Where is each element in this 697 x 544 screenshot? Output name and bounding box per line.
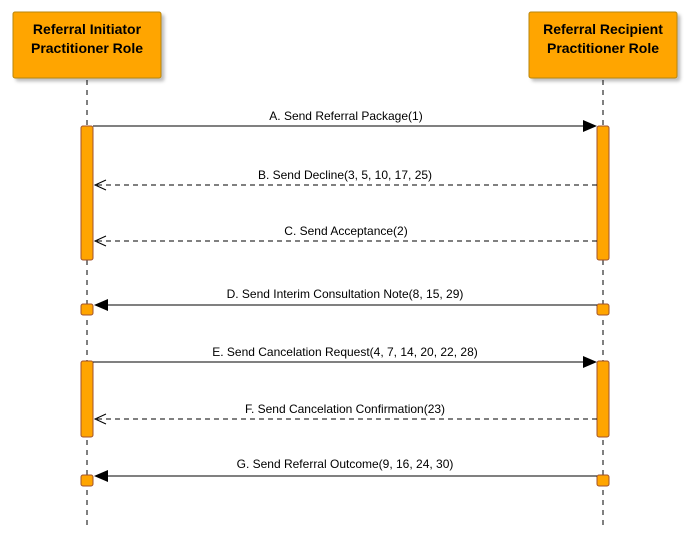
message-g-arrowhead <box>94 470 108 482</box>
recipient-activation-1 <box>596 125 610 261</box>
message-f: F. Send Cancelation Confirmation(23) <box>93 402 597 425</box>
message-g: G. Send Referral Outcome(9, 16, 24, 30) <box>94 457 597 482</box>
message-f-arrowhead <box>93 413 107 425</box>
actor-initiator-box <box>12 11 162 79</box>
message-c: C. Send Acceptance(2) <box>93 224 597 247</box>
actor-initiator: Referral Initiator Practitioner Role <box>12 11 162 79</box>
actor-recipient-line-2: Practitioner Role <box>547 40 659 56</box>
message-e-label: E. Send Cancelation Request(4, 7, 14, 20… <box>212 345 478 359</box>
actor-recipient-box <box>528 11 678 79</box>
message-a-label: A. Send Referral Package(1) <box>269 109 422 123</box>
message-c-label: C. Send Acceptance(2) <box>284 224 407 238</box>
message-f-label: F. Send Cancelation Confirmation(23) <box>245 402 445 416</box>
message-e-arrowhead <box>583 356 597 368</box>
message-d: D. Send Interim Consultation Note(8, 15,… <box>94 287 597 311</box>
actor-recipient-line-1: Referral Recipient <box>543 21 663 37</box>
message-g-label: G. Send Referral Outcome(9, 16, 24, 30) <box>237 457 454 471</box>
message-b: B. Send Decline(3, 5, 10, 17, 25) <box>93 168 597 191</box>
message-a: A. Send Referral Package(1) <box>93 109 597 132</box>
initiator-activation-4 <box>80 474 94 487</box>
actor-recipient: Referral Recipient Practitioner Role <box>528 11 678 79</box>
recipient-activation-2 <box>596 303 610 316</box>
actor-initiator-line-1: Referral Initiator <box>33 21 142 37</box>
message-d-arrowhead <box>94 299 108 311</box>
message-a-arrowhead <box>583 120 597 132</box>
recipient-activation-4 <box>596 474 610 487</box>
initiator-activation-2 <box>80 303 94 316</box>
initiator-activation-1 <box>80 125 94 261</box>
message-b-label: B. Send Decline(3, 5, 10, 17, 25) <box>258 168 432 182</box>
message-d-label: D. Send Interim Consultation Note(8, 15,… <box>227 287 464 301</box>
recipient-activation-3 <box>596 360 610 438</box>
message-b-arrowhead <box>93 179 107 191</box>
message-e: E. Send Cancelation Request(4, 7, 14, 20… <box>93 345 597 368</box>
initiator-activation-3 <box>80 360 94 438</box>
message-c-arrowhead <box>93 235 107 247</box>
actor-initiator-line-2: Practitioner Role <box>31 40 143 56</box>
